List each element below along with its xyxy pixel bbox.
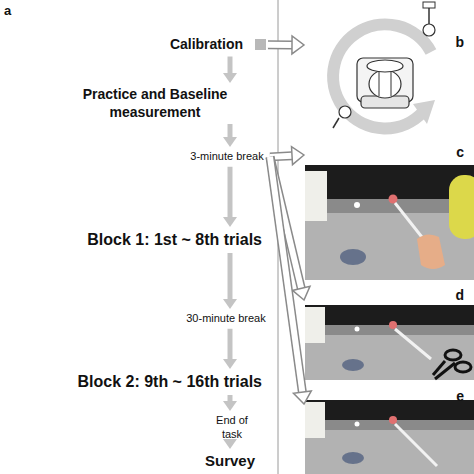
- arrow-shaft-inner: [268, 42, 292, 48]
- text-label: Survey: [205, 452, 255, 471]
- illustration-part: [367, 60, 403, 72]
- illustration-part: [305, 402, 325, 438]
- illustration-part: [423, 2, 435, 8]
- illustration-part: [342, 359, 364, 371]
- end-label: End of task: [212, 414, 252, 442]
- vr-scene: [305, 305, 474, 380]
- illustration-part: [340, 249, 366, 265]
- block-label: Block 1: 1st ~ 8th trials: [8, 230, 262, 250]
- panel: c: [305, 140, 474, 280]
- arrow-head: [223, 217, 237, 227]
- link-arrow: [268, 36, 304, 54]
- timeline-arrow: [223, 395, 237, 411]
- panel-letter: c: [456, 144, 464, 162]
- arrow-shaft: [268, 40, 292, 49]
- illustration-part: [354, 202, 360, 208]
- illustration-part: [305, 307, 325, 343]
- panel: d: [305, 283, 474, 380]
- illustration-part: [333, 24, 431, 128]
- arrow-head: [223, 137, 237, 147]
- break-label: 30-minute break: [180, 312, 272, 326]
- panel-letter: a: [4, 3, 11, 18]
- arrow-head: [223, 359, 237, 369]
- vr-scene: [305, 400, 474, 474]
- illustration-part: [305, 165, 474, 280]
- illustration-part: [333, 118, 339, 128]
- arrow-shaft: [270, 157, 302, 392]
- step-label: Practice and Baseline measurement: [74, 86, 236, 121]
- illustration-part: [389, 321, 397, 329]
- timeline-arrow: [223, 167, 237, 227]
- arrow-shaft: [228, 57, 233, 74]
- panel: b: [305, 0, 474, 137]
- arrow-shaft-inner: [270, 157, 302, 392]
- arrow-head: [293, 391, 311, 404]
- illustration-part: [305, 165, 474, 199]
- panel-letter: b: [455, 34, 464, 52]
- illustration-part: [449, 175, 474, 239]
- illustration-part: [417, 234, 445, 269]
- timeline-arrow: [223, 124, 237, 147]
- illustration-part: [342, 452, 364, 464]
- illustration-part: [413, 100, 435, 124]
- illustration-part: [305, 305, 474, 380]
- illustration-part: [389, 416, 397, 424]
- text-label: Block 1: 1st ~ 8th trials: [87, 230, 262, 250]
- timeline-arrow: [223, 439, 237, 449]
- arrow-shaft: [228, 329, 233, 359]
- illustration-part: [339, 106, 351, 118]
- illustration-part: [369, 70, 401, 98]
- break-label: 3-minute break: [186, 150, 268, 164]
- illustration-part: [391, 72, 392, 96]
- illustration-part: [379, 72, 380, 96]
- illustration-part: [305, 171, 327, 221]
- arrow-head: [223, 299, 237, 309]
- grey-square: [255, 39, 266, 50]
- text-label: Calibration: [170, 36, 243, 54]
- step-label: Survey: [184, 452, 276, 471]
- panel-letter: e: [456, 388, 464, 406]
- timeline-arrow: [223, 329, 237, 369]
- illustration-part: [428, 6, 430, 24]
- illustration-part: [395, 329, 431, 359]
- panel-letter: d: [455, 287, 464, 305]
- illustration-part: [395, 424, 437, 466]
- step-label: Calibration: [110, 36, 266, 54]
- arrow-head: [223, 401, 237, 411]
- vr-scene: [305, 165, 474, 280]
- panel: e: [305, 384, 474, 474]
- illustration-part: [305, 305, 474, 325]
- illustration-part: [305, 400, 474, 420]
- text-label: Practice and Baseline measurement: [74, 86, 236, 121]
- text-label: End of task: [212, 414, 252, 442]
- arrow-head: [292, 147, 304, 165]
- arrow-shaft: [228, 124, 233, 137]
- timeline-arrow: [223, 57, 237, 84]
- arrow-head: [223, 73, 237, 83]
- illustration-part: [395, 203, 425, 241]
- calibration-sketch: [333, 2, 435, 128]
- illustration-part: [355, 327, 360, 332]
- arrow-shaft: [228, 253, 233, 299]
- text-label: Block 2: 9th ~ 16th trials: [77, 372, 262, 392]
- illustration-part: [445, 350, 461, 360]
- block-label: Block 2: 9th ~ 16th trials: [8, 372, 262, 392]
- arrow-head: [223, 439, 237, 449]
- illustration-part: [435, 363, 455, 379]
- illustration-part: [305, 400, 474, 474]
- link-arrow: [270, 157, 311, 404]
- timeline-arrow: [223, 253, 237, 309]
- arrow-head: [292, 286, 310, 300]
- illustration-part: [423, 24, 435, 36]
- illustration-part: [355, 422, 360, 427]
- arrow-head: [292, 36, 304, 54]
- text-label: 3-minute break: [190, 150, 263, 164]
- text-label: 30-minute break: [186, 312, 266, 326]
- illustration-part: [455, 362, 471, 372]
- arrow-shaft: [228, 395, 233, 401]
- arrow-shaft: [228, 167, 233, 217]
